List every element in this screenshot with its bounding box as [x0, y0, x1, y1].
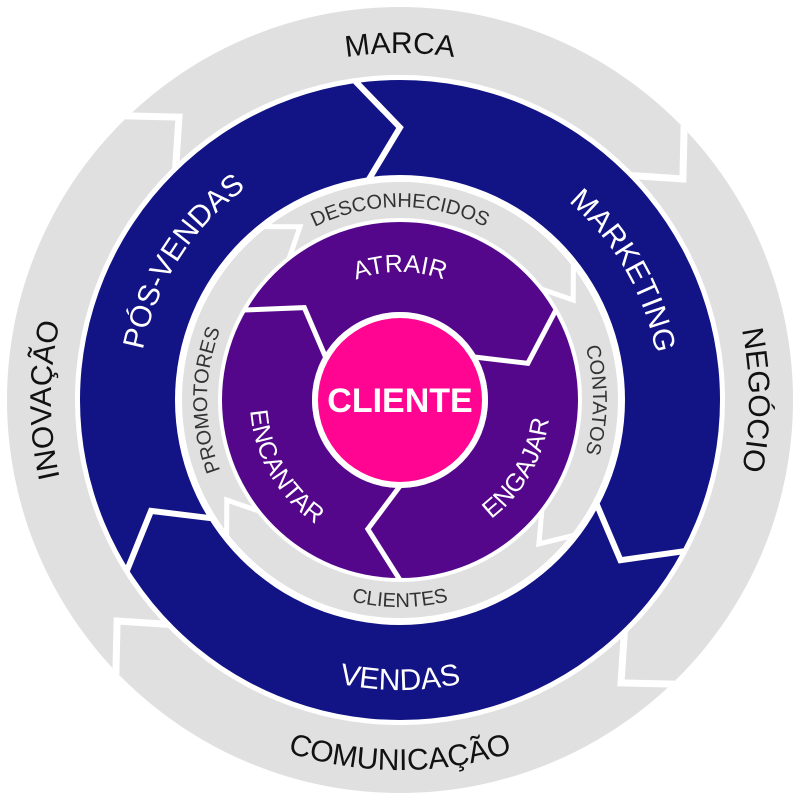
outer-label-marca-text: MARCA — [343, 27, 457, 64]
outer-ring-separators — [112, 112, 688, 688]
blue-separator-2 — [124, 507, 212, 572]
outer-separator-1 — [632, 125, 688, 183]
outer-label-marca: MARCA — [343, 27, 457, 64]
blue-separator-1 — [594, 503, 685, 564]
purple-ring-band — [221, 221, 578, 579]
blue-ring-separators — [124, 79, 685, 572]
inner-separator-1 — [541, 264, 576, 304]
inner-separator-3 — [224, 496, 259, 536]
blue-separator-0 — [353, 79, 404, 181]
outer-separator-2 — [617, 632, 675, 688]
blue-ring — [80, 79, 720, 720]
inner-separator-2 — [536, 510, 574, 548]
center-circle — [318, 318, 482, 482]
outer-ring — [7, 7, 793, 793]
purple-separator-2 — [364, 484, 403, 582]
purple-separator-1 — [474, 308, 559, 367]
blue-ring-band — [80, 80, 720, 720]
outer-separator-0 — [125, 112, 183, 168]
inner-ring-separators — [224, 224, 576, 548]
inner-separator-0 — [264, 224, 304, 259]
outer-separator-3 — [112, 617, 168, 675]
purple-ring — [221, 221, 578, 582]
inner-ring — [181, 181, 618, 619]
purple-ring-separators — [244, 305, 559, 582]
center-label: CLIENTE — [327, 382, 472, 420]
purple-separator-0 — [244, 305, 328, 358]
